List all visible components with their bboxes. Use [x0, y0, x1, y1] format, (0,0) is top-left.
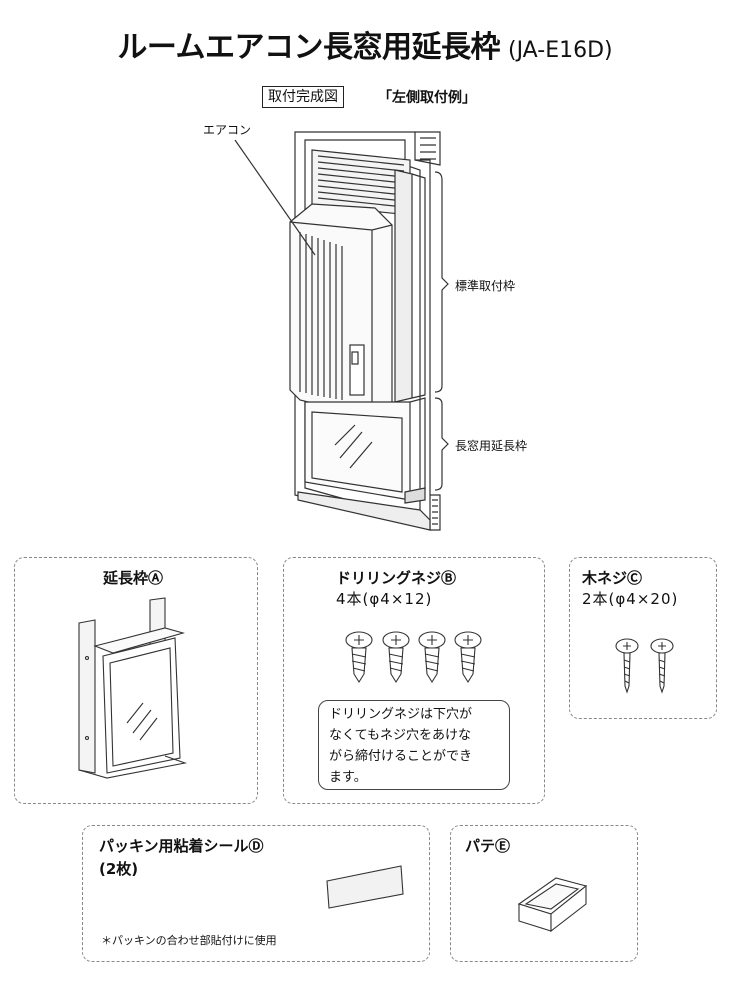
- standard-frame-callout: 標準取付枠: [455, 279, 516, 293]
- part-e-title: パテⒺ: [465, 837, 511, 855]
- part-d-title: パッキン用粘着シールⒹ: [99, 837, 264, 855]
- part-d-footnote: ＊パッキンの合わせ部貼付けに使用: [101, 934, 277, 947]
- screw-icon: [454, 631, 482, 684]
- note-line: がら締付けることができ: [329, 749, 473, 764]
- part-b-title: ドリリングネジⒷ: [336, 569, 457, 587]
- part-c-title: 木ネジⒸ: [582, 569, 643, 587]
- product-title: ルームエアコン長窓用延長枠: [117, 30, 500, 65]
- putty-illustration: [517, 877, 588, 933]
- note-line: なくてもネジ穴をあけな: [329, 728, 471, 743]
- part-c-spec: 2本(φ4×20): [582, 590, 679, 608]
- part-b-spec: 4本(φ4×12): [336, 590, 433, 608]
- installation-diagram: [234, 131, 449, 531]
- model-number: (JA-E16D): [508, 38, 613, 63]
- part-d-panel: パッキン用粘着シールⒹ (2枚) ＊パッキンの合わせ部貼付けに使用: [82, 825, 430, 962]
- installation-label: 取付完成図: [262, 86, 344, 108]
- wood-screws-illustration: [615, 638, 674, 694]
- part-c-panel: 木ネジⒸ 2本(φ4×20): [569, 557, 717, 719]
- part-b-panel: ドリリングネジⒷ 4本(φ4×12) ドリリングネジは下穴が なくてもネジ穴をあ…: [283, 557, 545, 804]
- note-line: ドリリングネジは下穴が: [329, 707, 473, 722]
- drilling-screws-illustration: [345, 631, 482, 684]
- screw-icon: [345, 631, 373, 684]
- screw-icon: [650, 638, 674, 694]
- screw-icon: [382, 631, 410, 684]
- page-title: ルームエアコン長窓用延長枠 (JA-E16D): [0, 22, 730, 66]
- note-line: ます。: [329, 770, 367, 785]
- left-install-example-label: 「左側取付例」: [378, 90, 476, 106]
- part-d-spec: (2枚): [99, 860, 139, 878]
- part-a-panel: 延長枠Ⓐ: [14, 557, 258, 804]
- seal-illustration: [326, 865, 404, 909]
- part-e-panel: パテⒺ: [450, 825, 638, 962]
- part-a-title: 延長枠Ⓐ: [103, 569, 164, 587]
- extension-frame-callout: 長窓用延長枠: [455, 439, 528, 453]
- extension-frame-illustration: [78, 597, 188, 779]
- aircon-callout: エアコン: [203, 123, 252, 137]
- screw-icon: [615, 638, 639, 694]
- drilling-screw-note: ドリリングネジは下穴が なくてもネジ穴をあけな がら締付けることができ ます。: [318, 700, 510, 790]
- screw-icon: [418, 631, 446, 684]
